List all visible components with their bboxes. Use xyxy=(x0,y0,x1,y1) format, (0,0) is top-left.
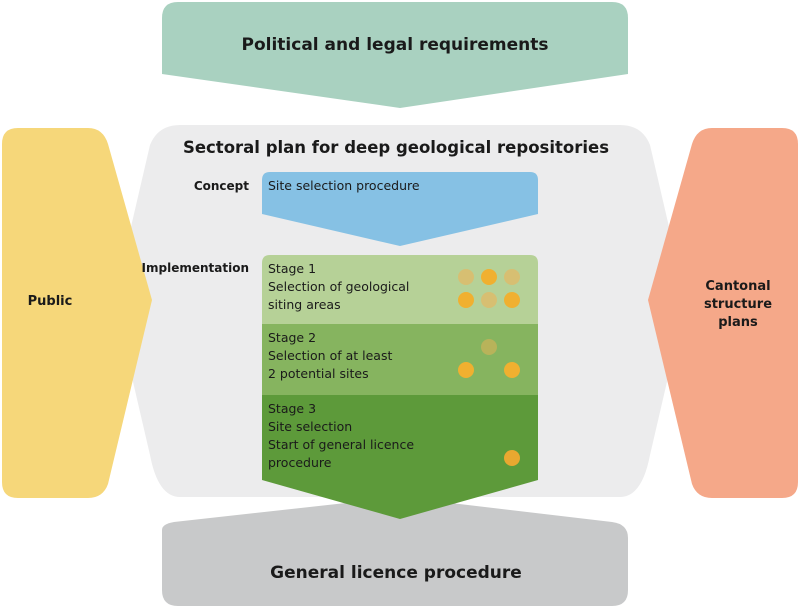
stage-3-line-2: Site selection xyxy=(268,419,352,434)
stage-3-title: Stage 3 xyxy=(268,401,316,416)
implementation-label: Implementation xyxy=(142,261,249,275)
potential-site-dot xyxy=(504,362,520,378)
siting-area-dot xyxy=(481,269,497,285)
stage-1-line-3: siting areas xyxy=(268,297,341,312)
general-licence-label: General licence procedure xyxy=(270,563,522,583)
cantonal-plans-label-line2: structure xyxy=(704,297,772,312)
stage-1-title: Stage 1 xyxy=(268,261,316,276)
site-selection-procedure-box xyxy=(262,172,538,246)
siting-area-dot xyxy=(481,292,497,308)
political-requirements-label: Political and legal requirements xyxy=(242,35,549,55)
stage-3-line-4: procedure xyxy=(268,455,332,470)
public-box xyxy=(2,128,152,498)
stage-2-title: Stage 2 xyxy=(268,330,316,345)
stage-2-line-2: Selection of at least xyxy=(268,348,392,363)
potential-site-dot xyxy=(458,362,474,378)
cantonal-plans-label-line1: Cantonal xyxy=(705,279,770,294)
site-selection-procedure-label: Site selection procedure xyxy=(268,178,420,193)
stage-1-line-2: Selection of geological xyxy=(268,279,409,294)
cantonal-plans-label-line3: plans xyxy=(718,315,758,330)
political-requirements-box xyxy=(162,2,628,108)
potential-site-dot xyxy=(481,339,497,355)
public-label: Public xyxy=(28,294,73,309)
siting-area-dot xyxy=(504,269,520,285)
selected-site-dot xyxy=(504,450,520,466)
cantonal-plans-box xyxy=(648,128,798,498)
stage-3-box xyxy=(262,395,538,519)
siting-area-dot xyxy=(458,269,474,285)
stage-3-line-3: Start of general licence xyxy=(268,437,414,452)
stage-2-line-3: 2 potential sites xyxy=(268,366,369,381)
sectoral-plan-title: Sectoral plan for deep geological reposi… xyxy=(183,138,609,157)
concept-label: Concept xyxy=(194,179,249,193)
stage-2-box xyxy=(262,324,538,395)
siting-area-dot xyxy=(458,292,474,308)
general-licence-box xyxy=(162,497,628,606)
siting-area-dot xyxy=(504,292,520,308)
